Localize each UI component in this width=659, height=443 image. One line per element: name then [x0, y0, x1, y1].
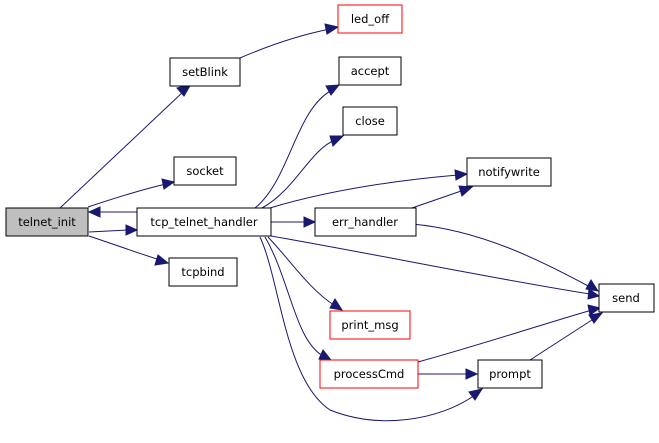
edge-setBlink-led_off	[239, 28, 331, 59]
edge-telnet_init-setBlink	[59, 90, 185, 209]
node-close[interactable]: close	[342, 106, 398, 136]
node-setBlink[interactable]: setBlink	[169, 57, 241, 87]
svg-text:prompt: prompt	[489, 367, 531, 381]
edge-handler-close	[261, 139, 336, 209]
svg-text:setBlink: setBlink	[182, 65, 228, 79]
svg-text:telnet_init: telnet_init	[18, 215, 76, 229]
node-tcp_telnet_handler[interactable]: tcp_telnet_handler	[136, 207, 272, 237]
node-tcpbind[interactable]: tcpbind	[168, 257, 238, 287]
node-print_msg[interactable]: print_msg	[329, 310, 411, 340]
edge-telnet_init-tcpbind	[88, 235, 161, 261]
node-socket[interactable]: socket	[173, 156, 237, 186]
svg-text:tcpbind: tcpbind	[181, 265, 224, 279]
edge-handler-notifywrite	[269, 174, 459, 209]
svg-text:processCmd: processCmd	[334, 367, 405, 381]
edge-prompt-send	[529, 317, 596, 361]
svg-text:socket: socket	[186, 164, 224, 178]
svg-text:accept: accept	[351, 64, 390, 78]
node-accept[interactable]: accept	[338, 56, 402, 86]
edge-err_handler-send	[411, 223, 591, 288]
node-notifywrite[interactable]: notifywrite	[466, 157, 552, 187]
svg-text:led_off: led_off	[351, 12, 390, 26]
edge-handler-prompt	[259, 236, 476, 422]
edge-err_handler-notifywrite	[411, 189, 465, 209]
edge-telnet_init-handler	[88, 229, 129, 233]
svg-text:tcp_telnet_handler: tcp_telnet_handler	[150, 215, 257, 229]
node-processCmd[interactable]: processCmd	[319, 359, 419, 389]
edge-telnet_init-socket	[87, 183, 167, 208]
node-send[interactable]: send	[598, 283, 655, 313]
node-telnet_init[interactable]: telnet_init	[5, 207, 89, 237]
edge-handler-accept	[254, 89, 333, 209]
edge-handler-processCmd	[264, 236, 324, 357]
svg-text:notifywrite: notifywrite	[478, 165, 540, 179]
node-prompt[interactable]: prompt	[477, 359, 543, 389]
svg-text:print_msg: print_msg	[341, 318, 398, 332]
edge-handler-print_msg	[267, 236, 335, 306]
edge-handler-send	[270, 235, 591, 295]
edge-processCmd-send	[417, 309, 593, 363]
svg-text:close: close	[355, 114, 385, 128]
node-led_off[interactable]: led_off	[337, 4, 403, 34]
node-err_handler[interactable]: err_handler	[314, 207, 417, 237]
svg-text:err_handler: err_handler	[332, 215, 398, 229]
svg-text:send: send	[612, 291, 640, 305]
edges	[59, 23, 604, 422]
